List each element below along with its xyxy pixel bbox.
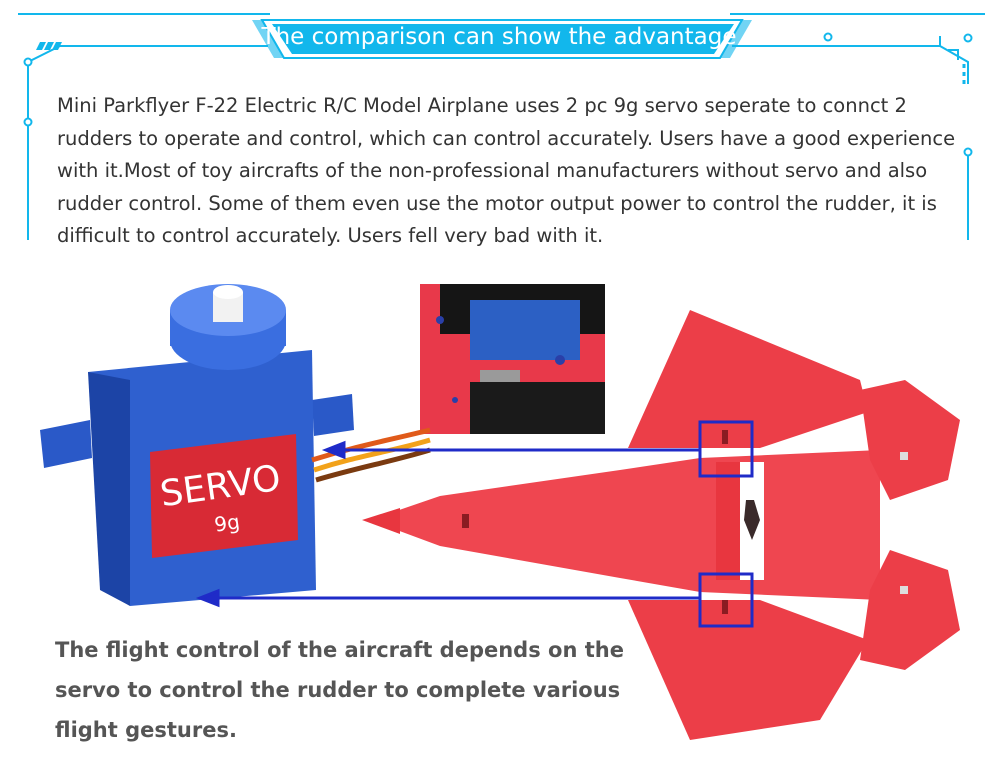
banner-title: The comparison can show the advantage (261, 24, 737, 50)
servo-closeup-photo (420, 284, 605, 434)
section-banner: The comparison can show the advantage (262, 16, 737, 58)
servo-motor-icon (40, 284, 431, 606)
f22-airplane-icon (362, 310, 960, 740)
flight-control-caption: The flight control of the aircraft depen… (55, 638, 624, 742)
servo-label-weight: 9g (213, 509, 242, 536)
intro-paragraph: Mini Parkflyer F-22 Electric R/C Model A… (57, 94, 956, 247)
